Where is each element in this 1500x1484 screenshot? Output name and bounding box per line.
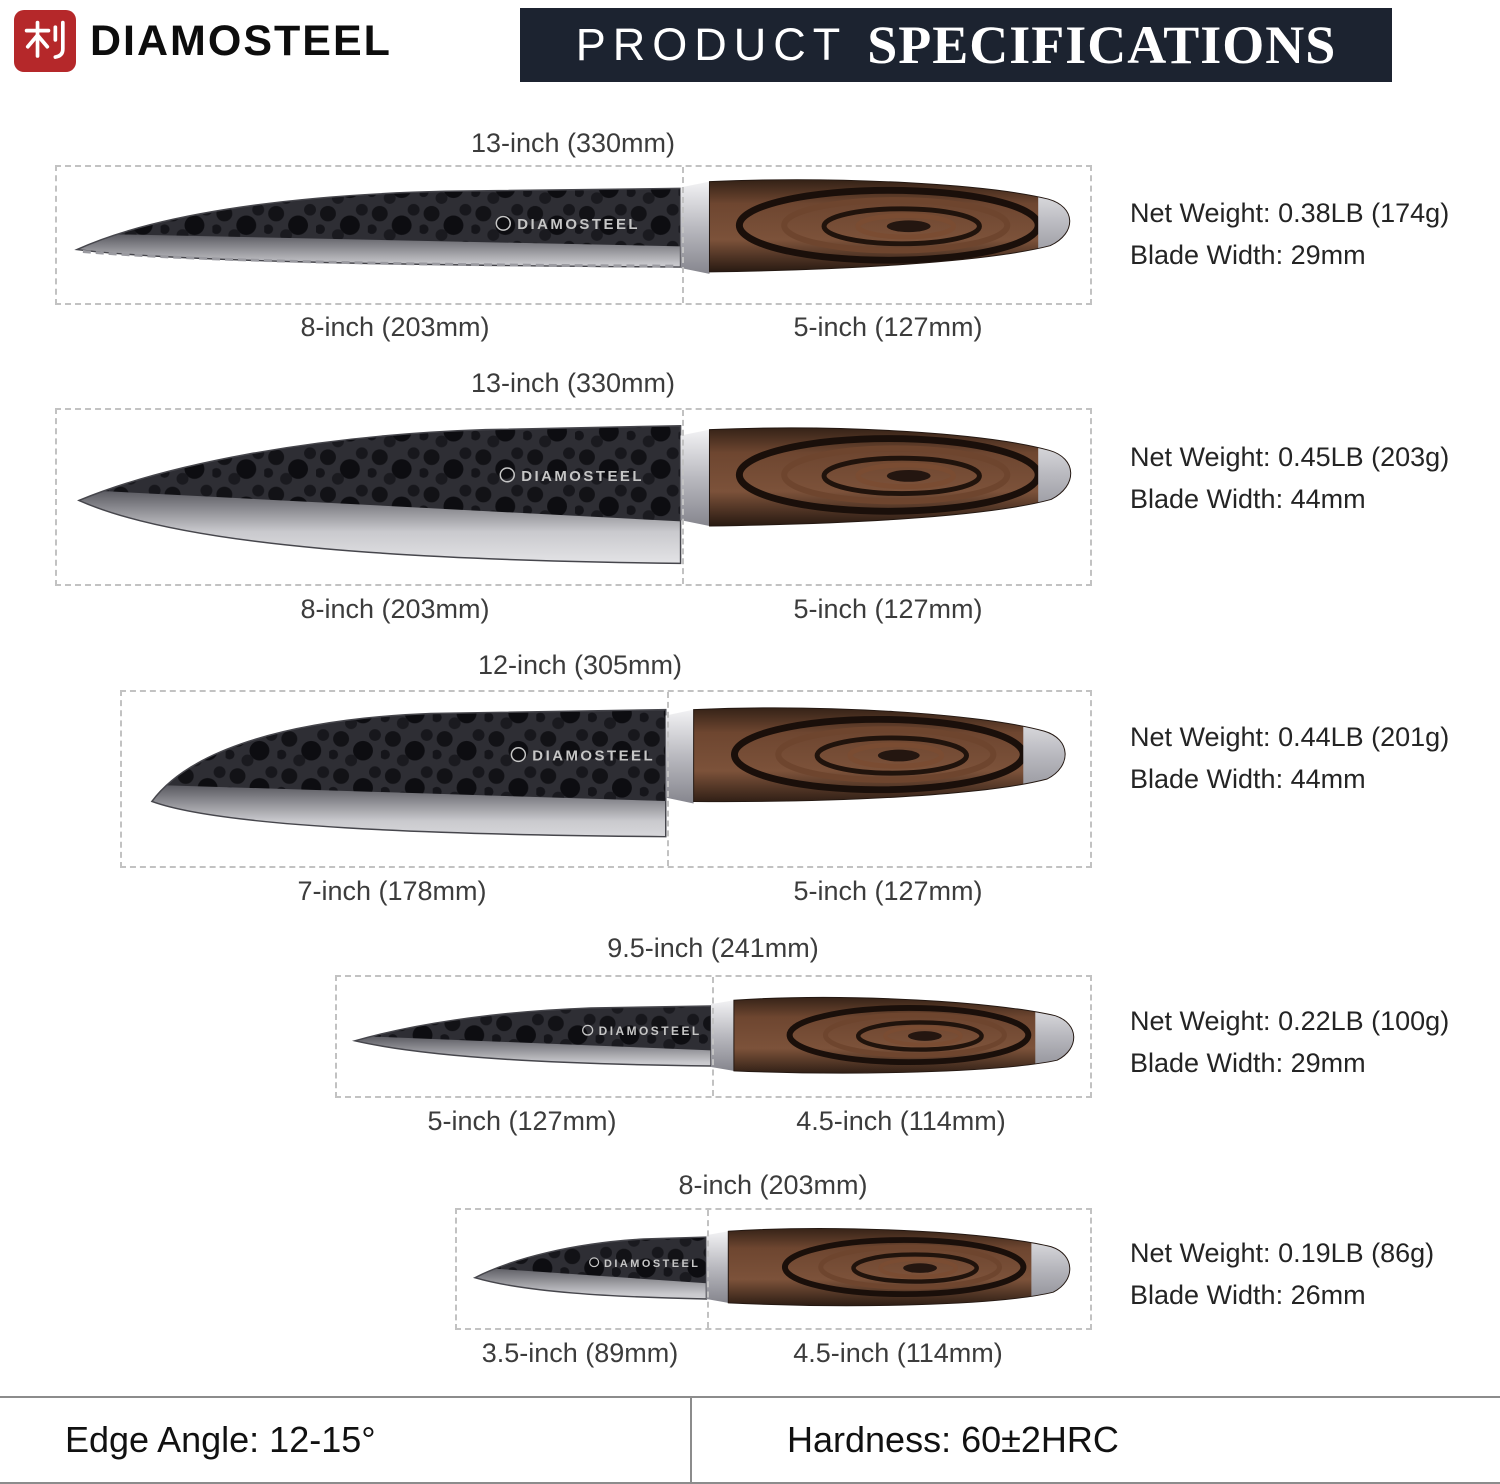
blade-length-label: 3.5-inch (89mm): [481, 1338, 679, 1368]
bolster: [665, 709, 694, 804]
blade-width: Blade Width: 29mm: [1130, 240, 1366, 270]
total-length-label: 13-inch (330mm): [470, 128, 676, 158]
wood-handle: [728, 1228, 1070, 1306]
handle-length-label: 4.5-inch (114mm): [793, 1338, 1003, 1368]
brand-logo: DIAMOSTEEL: [14, 10, 392, 72]
footer-spec-bar: Edge Angle: 12-15° Hardness: 60±2HRC: [0, 1396, 1500, 1484]
brand-name: DIAMOSTEEL: [90, 16, 392, 65]
net-weight: Net Weight: 0.22LB (100g): [1130, 1006, 1450, 1036]
blade-width: Blade Width: 44mm: [1130, 764, 1366, 794]
blade-logo-icon: [582, 1024, 594, 1036]
bread-knife-image: DIAMOSTEEL: [74, 179, 1071, 274]
handle-length-label: 5-inch (127mm): [793, 876, 983, 906]
knife-specs: Net Weight: 0.22LB (100g) Blade Width: 2…: [1130, 1000, 1449, 1084]
utility-knife-image: DIAMOSTEEL: [351, 997, 1075, 1074]
net-weight: Net Weight: 0.44LB (201g): [1130, 722, 1450, 752]
dimension-box: DIAMOSTEEL: [455, 1208, 1092, 1330]
blade-brand-text: DIAMOSTEEL: [521, 469, 644, 485]
title-banner: PRODUCT SPECIFICATIONS: [520, 8, 1392, 82]
hardness-cell: Hardness: 60±2HRC: [690, 1398, 1500, 1482]
blade-handle-divider: [667, 692, 669, 866]
total-length-label: 13-inch (330mm): [470, 368, 676, 398]
paring-knife-image: DIAMOSTEEL: [472, 1228, 1071, 1307]
handle-length-label: 5-inch (127mm): [793, 312, 983, 342]
handle-length-label: 4.5-inch (114mm): [796, 1106, 1006, 1136]
bolster: [680, 429, 710, 526]
blade-brand-text: DIAMOSTEEL: [604, 1258, 700, 1270]
blade-handle-divider: [707, 1210, 709, 1328]
blade-length-label: 8-inch (203mm): [300, 312, 490, 342]
blade-logo-icon: [510, 746, 527, 763]
dimension-box: DIAMOSTEEL: [120, 690, 1092, 868]
net-weight: Net Weight: 0.19LB (86g): [1130, 1238, 1435, 1268]
brand-seal-icon: [14, 10, 76, 72]
dimension-box: DIAMOSTEEL: [55, 165, 1092, 305]
knife-specs: Net Weight: 0.38LB (174g) Blade Width: 2…: [1130, 192, 1449, 276]
blade-brand-text: DIAMOSTEEL: [599, 1025, 702, 1038]
blade-handle-divider: [712, 977, 714, 1096]
blade-length-label: 7-inch (178mm): [297, 876, 487, 906]
total-length-label: 12-inch (305mm): [477, 650, 683, 680]
bolster: [706, 1231, 729, 1303]
banner-product-text: PRODUCT: [575, 19, 848, 70]
blade-brand-text: DIAMOSTEEL: [532, 749, 655, 765]
knife-specs: Net Weight: 0.45LB (203g) Blade Width: 4…: [1130, 436, 1449, 520]
edge-angle-cell: Edge Angle: 12-15°: [65, 1419, 376, 1460]
blade-logo-icon: [495, 215, 511, 231]
knife-specs: Net Weight: 0.19LB (86g) Blade Width: 26…: [1130, 1232, 1434, 1316]
chef-knife-image: DIAMOSTEEL: [77, 424, 1072, 565]
total-length-label: 9.5-inch (241mm): [607, 933, 819, 963]
blade-logo-icon: [589, 1257, 600, 1268]
dimension-box: DIAMOSTEEL: [55, 408, 1092, 586]
blade-handle-divider: [682, 167, 684, 303]
knife-specs: Net Weight: 0.44LB (201g) Blade Width: 4…: [1130, 716, 1449, 800]
net-weight: Net Weight: 0.45LB (203g): [1130, 442, 1450, 472]
blade-width: Blade Width: 26mm: [1130, 1280, 1366, 1310]
blade-brand-text: DIAMOSTEEL: [517, 217, 640, 233]
total-length-label: 8-inch (203mm): [678, 1170, 868, 1200]
wood-handle: [693, 707, 1066, 802]
bolster: [711, 1000, 734, 1071]
handle-length-label: 5-inch (127mm): [793, 594, 983, 624]
dimension-box: DIAMOSTEEL: [335, 975, 1092, 1098]
blade-length-label: 5-inch (127mm): [427, 1106, 617, 1136]
blade-handle-divider: [682, 410, 684, 584]
santoku-knife-image: DIAMOSTEEL: [150, 707, 1066, 838]
blade-width: Blade Width: 29mm: [1130, 1048, 1366, 1078]
blade-logo-icon: [499, 467, 515, 483]
banner-specifications-text: SPECIFICATIONS: [867, 15, 1337, 75]
net-weight: Net Weight: 0.38LB (174g): [1130, 198, 1450, 228]
blade-width: Blade Width: 44mm: [1130, 484, 1366, 514]
bolster: [680, 181, 710, 274]
blade-length-label: 8-inch (203mm): [300, 594, 490, 624]
